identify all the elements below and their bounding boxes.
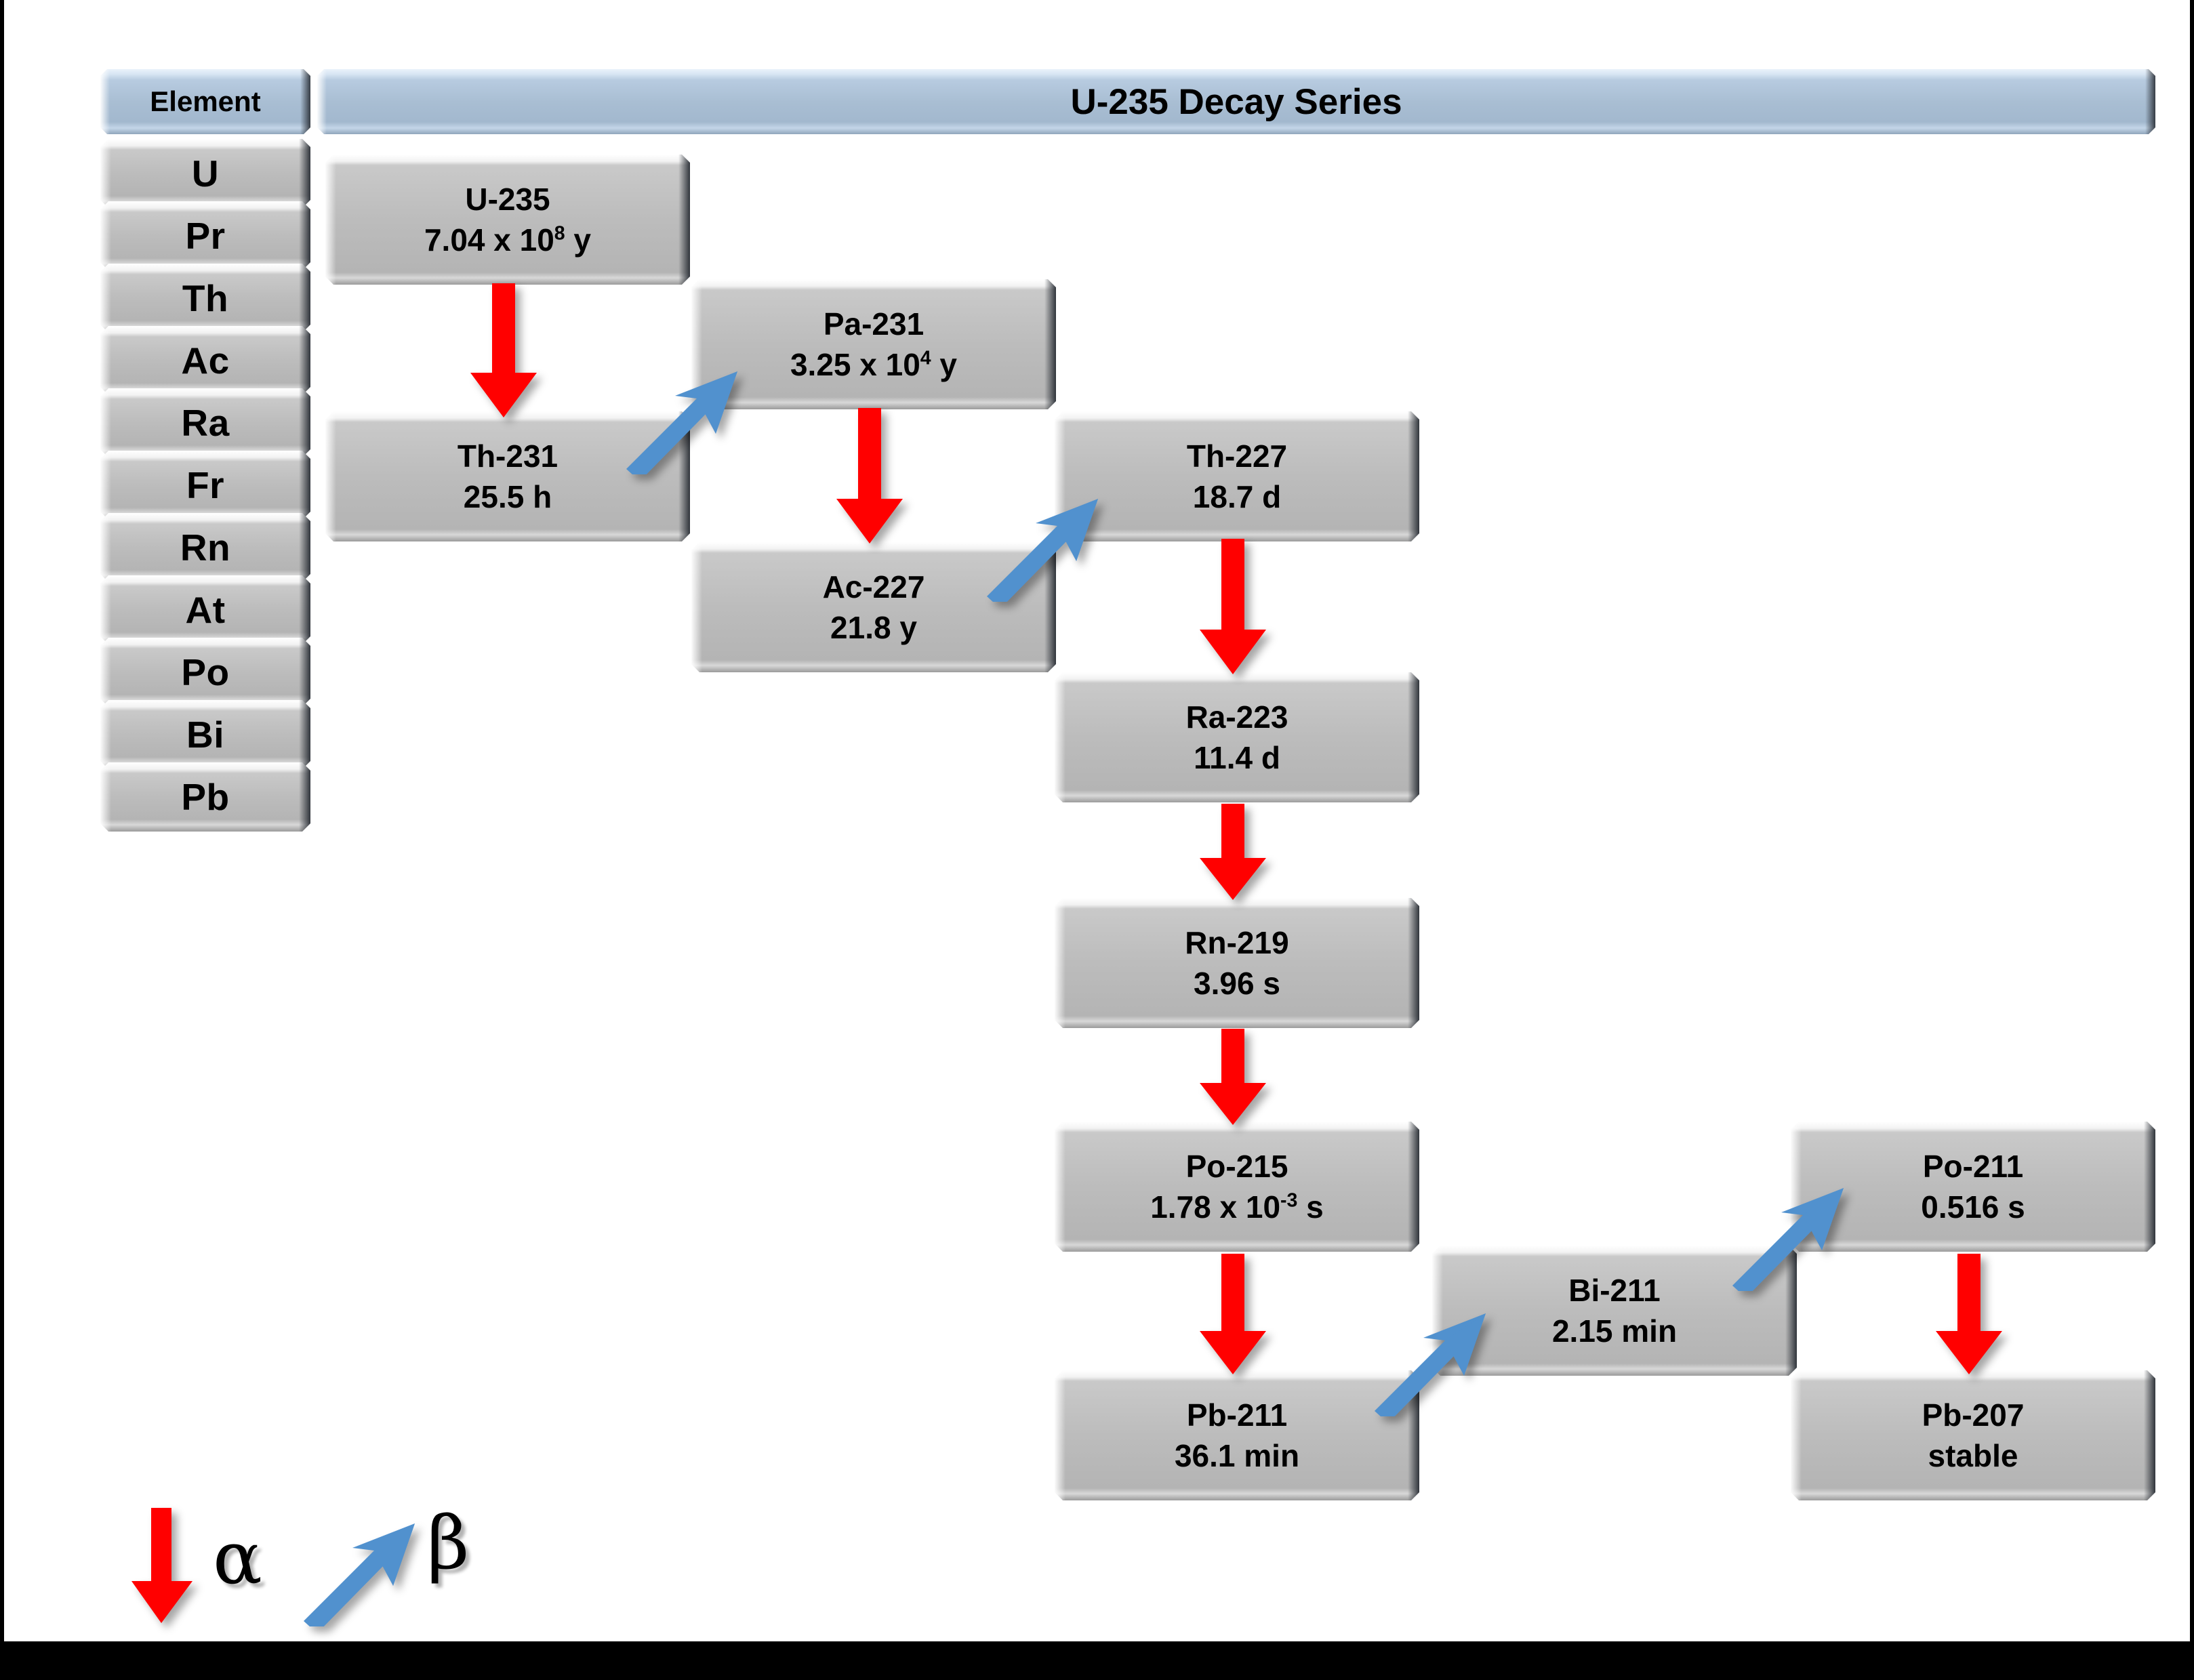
element-symbol: Bi xyxy=(186,714,224,756)
nuclide-name: Ra-223 xyxy=(1185,699,1288,735)
nuclide-box-bi211: Bi-211 2.15 min xyxy=(1432,1246,1797,1376)
element-symbol: Ra xyxy=(181,402,230,444)
element-row-u: U xyxy=(100,139,310,208)
alpha-arrow-po215-pb211 xyxy=(1200,1254,1266,1374)
nuclide-box-pa231: Pa-231 3.25 x 104 y xyxy=(691,279,1056,409)
nuclide-halflife: 3.25 x 104 y xyxy=(790,347,958,382)
beta-arrow-ac227-th227 xyxy=(987,499,1098,602)
element-row-pb: Pb xyxy=(100,762,310,832)
nuclide-halflife: 21.8 y xyxy=(830,610,917,645)
element-symbol: At xyxy=(185,589,226,631)
nuclide-name: Bi-211 xyxy=(1568,1272,1661,1308)
nuclide-name: Th-227 xyxy=(1186,438,1288,474)
nuclide-name: Pb-207 xyxy=(1922,1397,2025,1433)
beta-arrow-pb211-bi211 xyxy=(1375,1313,1486,1416)
frame-bar-right xyxy=(2190,0,2194,1680)
legend-beta-symbol: β xyxy=(427,1501,470,1586)
element-symbol: Po xyxy=(181,651,230,693)
legend-alpha-arrow-icon xyxy=(131,1508,192,1623)
nuclide-name: Ac-227 xyxy=(822,569,925,605)
element-row-th: Th xyxy=(100,264,310,333)
element-column-header-label: Element xyxy=(150,85,261,117)
nuclide-halflife: 25.5 h xyxy=(463,479,552,514)
diagram-title-bar: U-235 Decay Series xyxy=(317,69,2155,134)
nuclide-name: Rn-219 xyxy=(1185,924,1289,960)
alpha-arrow-rn219-po215 xyxy=(1200,1029,1266,1125)
alpha-arrow-u235-th231 xyxy=(470,283,537,417)
nuclide-name: Po-211 xyxy=(1922,1148,2024,1184)
nuclide-halflife: 1.78 x 10-3 s xyxy=(1150,1189,1324,1225)
nuclide-name: Pa-231 xyxy=(823,306,925,342)
element-column-header: Element xyxy=(100,69,310,134)
nuclide-box-ra223: Ra-223 11.4 d xyxy=(1055,672,1419,802)
nuclide-halflife: 2.15 min xyxy=(1551,1313,1678,1349)
nuclide-name: Po-215 xyxy=(1185,1148,1288,1184)
nuclide-name: Pb-211 xyxy=(1186,1397,1288,1433)
element-symbol: Rn xyxy=(180,527,231,569)
nuclide-box-th231: Th-231 25.5 h xyxy=(325,411,690,541)
nuclide-halflife: 11.4 d xyxy=(1194,740,1280,775)
element-symbol: U xyxy=(191,152,220,194)
nuclide-box-pb207: Pb-207 stable xyxy=(1791,1370,2155,1500)
nuclide-box-u235: U-235 7.04 x 108 y xyxy=(325,155,690,285)
page-title: U-235 Decay Series xyxy=(1070,81,1402,122)
nuclide-halflife: stable xyxy=(1928,1438,2018,1473)
frame-bar-bottom xyxy=(0,1641,2194,1680)
nuclide-name: U-235 xyxy=(465,181,550,217)
nuclide-name: Th-231 xyxy=(457,438,558,474)
alpha-arrow-po211-pb207 xyxy=(1936,1254,2002,1374)
nuclide-halflife: 0.516 s xyxy=(1921,1189,2025,1225)
element-symbol: Th xyxy=(182,277,229,319)
nuclide-halflife: 36.1 min xyxy=(1174,1438,1300,1473)
nuclide-halflife: 3.96 s xyxy=(1194,966,1280,1001)
nuclide-box-rn219: Rn-219 3.96 s xyxy=(1055,898,1419,1028)
element-row-at: At xyxy=(100,575,310,644)
legend: α β xyxy=(129,1501,644,1626)
element-symbol: Pb xyxy=(181,776,230,818)
beta-arrow-bi211-po211 xyxy=(1732,1188,1844,1291)
frame-bar-left xyxy=(0,0,4,1680)
beta-arrow-th231-pa231 xyxy=(626,371,737,474)
alpha-arrow-pa231-ac227 xyxy=(836,408,903,544)
element-row-fr: Fr xyxy=(100,451,310,520)
nuclide-halflife: 7.04 x 108 y xyxy=(424,222,592,258)
nuclide-box-pb211: Pb-211 36.1 min xyxy=(1055,1370,1419,1500)
alpha-arrow-th227-ra223 xyxy=(1200,539,1266,674)
nuclide-box-th227: Th-227 18.7 d xyxy=(1055,411,1419,541)
element-row-bi: Bi xyxy=(100,700,310,769)
element-row-ra: Ra xyxy=(100,388,310,457)
element-row-pr: Pr xyxy=(100,201,310,270)
element-symbol: Pr xyxy=(185,215,226,257)
nuclide-box-ac227: Ac-227 21.8 y xyxy=(691,542,1056,672)
nuclide-box-po211: Po-211 0.516 s xyxy=(1791,1122,2155,1252)
element-symbol: Fr xyxy=(186,464,224,506)
alpha-arrow-ra223-rn219 xyxy=(1200,804,1266,900)
legend-alpha-symbol: α xyxy=(213,1516,262,1601)
element-row-rn: Rn xyxy=(100,513,310,582)
nuclide-halflife: 18.7 d xyxy=(1192,479,1282,514)
element-row-ac: Ac xyxy=(100,326,310,395)
legend-beta-arrow-icon xyxy=(304,1523,415,1626)
element-symbol: Ac xyxy=(181,340,230,382)
element-row-po: Po xyxy=(100,638,310,707)
nuclide-box-po215: Po-215 1.78 x 10-3 s xyxy=(1055,1122,1419,1252)
